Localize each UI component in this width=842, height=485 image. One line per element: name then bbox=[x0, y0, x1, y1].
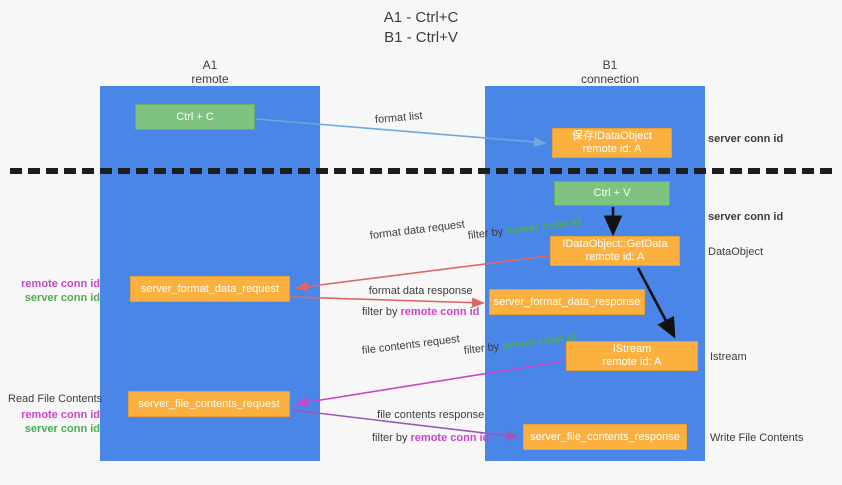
node-server-file-contents-response-label: server_file_contents_response bbox=[530, 430, 680, 443]
node-istream-label: IStream bbox=[612, 343, 652, 355]
annotation-conn-ids-lower: remote conn id server conn id bbox=[8, 408, 100, 436]
annotation-istream: Istream bbox=[710, 350, 747, 364]
edge-label-format-list: format list bbox=[374, 109, 424, 128]
edge-label-format-data-response-filter: filter by remote conn id bbox=[362, 305, 479, 320]
node-getdata-sub: remote id: A bbox=[585, 251, 645, 263]
annotation-server-conn-id-1: server conn id bbox=[24, 292, 100, 304]
annotation-server-conn-id-mid: server conn id bbox=[708, 210, 783, 224]
title-line-1: A1 - Ctrl+C bbox=[383, 9, 459, 26]
column-header-a1: A1 remote bbox=[130, 58, 290, 86]
diagram-title: A1 - Ctrl+C B1 - Ctrl+V bbox=[0, 8, 842, 48]
node-save-idataobject-sub: remote id: A bbox=[582, 143, 642, 155]
annotation-remote-conn-id-2: remote conn id bbox=[21, 409, 100, 421]
filter-by-text-2: filter by bbox=[362, 306, 398, 318]
node-save-idataobject-label: 保存IDataObject bbox=[571, 130, 653, 142]
node-server-file-contents-response[interactable]: server_file_contents_response bbox=[523, 424, 687, 450]
annotation-write-file-contents: Write File Contents bbox=[710, 431, 803, 445]
node-ctrl-v[interactable]: Ctrl + V bbox=[554, 181, 670, 206]
column-a1-role: remote bbox=[191, 72, 229, 86]
remote-conn-id-text-2: remote conn id bbox=[410, 432, 490, 444]
filter-by-text-1: filter by bbox=[467, 225, 505, 242]
edge-label-format-data-request: format data request filter by server con… bbox=[369, 216, 582, 244]
edge-label-format-data-response-text: format data response bbox=[368, 285, 473, 297]
node-save-idataobject[interactable]: 保存IDataObject remote id: A bbox=[552, 128, 672, 158]
edge-label-format-list-text: format list bbox=[374, 109, 424, 127]
node-server-file-contents-request[interactable]: server_file_contents_request bbox=[128, 391, 290, 417]
phase-divider bbox=[10, 168, 832, 174]
annotation-server-conn-id-top: server conn id bbox=[708, 132, 783, 146]
node-ctrl-c[interactable]: Ctrl + C bbox=[135, 104, 255, 130]
annotation-dataobject-text: DataObject bbox=[708, 246, 764, 258]
column-b1-name: B1 bbox=[602, 58, 618, 72]
column-a1-name: A1 bbox=[202, 58, 218, 72]
column-header-b1: B1 connection bbox=[530, 58, 690, 86]
edge-label-file-contents-response: file contents response filter by remote … bbox=[372, 408, 489, 446]
node-getdata[interactable]: IDataObject::GetData remote id: A bbox=[550, 236, 680, 266]
annotation-read-file-contents: Read File Contents bbox=[8, 392, 103, 406]
annotation-server-conn-id-mid-text: server conn id bbox=[708, 211, 784, 223]
annotation-remote-conn-id-1: remote conn id bbox=[21, 278, 100, 290]
column-b1-role: connection bbox=[580, 72, 640, 86]
node-ctrl-c-label: Ctrl + C bbox=[176, 110, 214, 123]
annotation-istream-text: Istream bbox=[710, 351, 747, 363]
edge-label-file-contents-request: file contents request filter by server c… bbox=[361, 331, 577, 359]
annotation-read-file-contents-text: Read File Contents bbox=[8, 393, 103, 405]
annotation-server-conn-id-top-text: server conn id bbox=[708, 133, 784, 145]
edge-label-file-contents-request-text: file contents request bbox=[361, 333, 461, 357]
filter-by-text-4: filter by bbox=[372, 432, 408, 444]
edge-label-file-contents-response-filter: filter by remote conn id bbox=[372, 431, 489, 446]
annotation-conn-ids-upper: remote conn id server conn id bbox=[8, 277, 100, 305]
annotation-dataobject: DataObject bbox=[708, 245, 763, 259]
node-istream[interactable]: IStream remote id: A bbox=[566, 341, 698, 371]
edge-label-format-data-request-text: format data request bbox=[369, 218, 466, 242]
edge-label-format-data-response: format data response filter by remote co… bbox=[362, 284, 479, 320]
annotation-server-conn-id-2: server conn id bbox=[24, 423, 100, 435]
filter-by-text-3: filter by bbox=[462, 340, 500, 357]
node-server-format-data-request-label: server_format_data_request bbox=[140, 282, 280, 295]
node-getdata-label: IDataObject::GetData bbox=[562, 238, 668, 250]
title-line-2: B1 - Ctrl+V bbox=[384, 29, 458, 46]
remote-conn-id-text-1: remote conn id bbox=[400, 306, 480, 318]
edge-label-file-contents-response-text: file contents response bbox=[377, 409, 485, 421]
node-istream-sub: remote id: A bbox=[602, 356, 662, 368]
node-server-file-contents-request-label: server_file_contents_request bbox=[138, 397, 280, 410]
node-ctrl-v-label: Ctrl + V bbox=[593, 187, 631, 199]
annotation-write-file-contents-text: Write File Contents bbox=[710, 432, 804, 444]
node-server-format-data-response[interactable]: server_format_data_response bbox=[489, 289, 645, 315]
node-server-format-data-response-label: server_format_data_response bbox=[493, 295, 641, 308]
node-server-format-data-request[interactable]: server_format_data_request bbox=[130, 276, 290, 302]
